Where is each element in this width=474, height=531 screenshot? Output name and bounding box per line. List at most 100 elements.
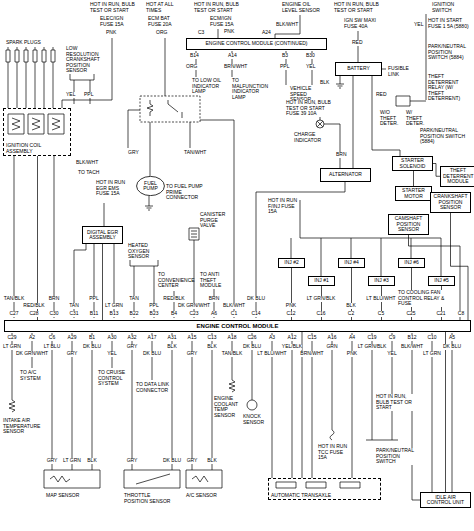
pin-wire-label: BLK/WHT [401, 344, 423, 350]
note-label: A14 [228, 53, 237, 59]
spark-plug-symbols [6, 47, 55, 62]
fuel-pump-relay [140, 96, 200, 122]
pin-wire-label: C9 [389, 335, 395, 341]
note-label: HOT IN RUN, BULB TEST OR START FUSE 39 1… [286, 100, 332, 117]
component-box: STARTER MOTOR [395, 186, 432, 201]
component-box: CRANKSHAFT POSITION SENSOR [430, 192, 471, 213]
note-label: TO MALFUNCTION INDICATOR LAMP [232, 78, 272, 100]
pin-wire-label: C12 [286, 311, 295, 317]
note-label: TO LOW OIL INDICATOR LAMP [192, 78, 226, 95]
pin-wire-label: A4 [349, 335, 355, 341]
component-name: BATTERY [347, 66, 370, 72]
note-label: C3 [198, 30, 204, 36]
circle-outline [137, 176, 165, 195]
pin-wire-label: A2 [29, 335, 35, 341]
pin-wire-label: LT GRN [3, 344, 21, 350]
pin-wire-label: C13 [207, 335, 216, 341]
pin-wire-label: LT BLU [44, 344, 61, 350]
note-label: TAN/WHT [184, 150, 206, 156]
pin-wire-label: BLK [87, 458, 96, 464]
pin-wire-label: TAN [69, 303, 79, 309]
pin-wire-label: RED/BLK [163, 296, 184, 302]
note-label: B30 [306, 53, 315, 59]
pin-wire-label: A12 [288, 335, 297, 341]
note-label: BRN/WHT [224, 64, 247, 70]
pin-wire-label: DK BLU [163, 458, 181, 464]
component-name: INJ #5 [434, 278, 448, 284]
pin-wire-label: GRY [187, 458, 198, 464]
pin-wire-label: PPL [149, 303, 158, 309]
component-box: IGNITION COIL ASSEMBLY [3, 108, 71, 156]
pin-wire-label: LT GRN [105, 303, 123, 309]
note-label: IGNITION SWITCH [432, 2, 470, 13]
note-label: GRY [128, 150, 139, 156]
pin-wire-label: LT GRN [423, 351, 441, 357]
wire-connector [433, 164, 440, 177]
pin-wire-label: A30 [108, 335, 117, 341]
pin-wire-label: A3 [269, 335, 275, 341]
note-label: ENGINE COOLANT TEMP SENSOR [214, 396, 246, 418]
pin-wire-label: C1 [231, 311, 237, 317]
component-box: THEFT DETERRENT MODULE [440, 166, 474, 187]
coil-pack-symbols [8, 114, 64, 134]
pin-wire-label: B11 [90, 311, 99, 317]
pin-wire-label: A18 [228, 335, 237, 341]
pin-wire-label: C2 [348, 311, 354, 317]
note-label: CHARGE INDICATOR [294, 132, 324, 143]
component-box: IDLE AIR CONTROL UNIT [420, 492, 471, 508]
note-label: A24 [262, 30, 271, 36]
note-label: TO ANTI THEFT MODULE [200, 272, 232, 289]
note-label: PNK [224, 29, 234, 35]
pin-wire-label: C25 [406, 311, 415, 317]
note-label: RED [352, 40, 363, 46]
pin-wire-label: GRY [127, 458, 138, 464]
note-label: TO FUEL PUMP PRIME CONNECTOR [166, 184, 206, 201]
charge-indicator-lamp [316, 120, 324, 128]
wire-connector [353, 76, 354, 168]
component-name: ENGINE CONTROL MODULE (CONTINUED) [205, 41, 307, 47]
pin-wire-label: A17 [148, 335, 157, 341]
component-name: THEFT DETERRENT MODULE [443, 168, 473, 185]
pin-wire-label: DK GRN/WHT [178, 303, 210, 309]
circle-node: FUEL PUMP [136, 176, 165, 196]
pin-wire-label: A5 [449, 335, 455, 341]
pin-wire-label: A31 [168, 335, 177, 341]
component-name: INJ #3 [374, 278, 388, 284]
note-label: TO CRUISE CONTROL SYSTEM [98, 370, 130, 387]
note-label: YEL [414, 22, 423, 28]
component-name: CRANKSHAFT POSITION SENSOR [433, 194, 468, 211]
wire-connector [451, 213, 469, 321]
note-label: HOT IN RUN, BULB TEST OR START [376, 394, 420, 411]
pin-wire-label: BLK [207, 458, 216, 464]
pin-wire-label: YEL [387, 351, 396, 357]
component-name: INJ #6 [404, 260, 418, 266]
note-label: PPL [84, 92, 93, 98]
note-label: HOT IN RUN, BULB TEST OR START [90, 2, 140, 13]
component-name: IGNITION COIL ASSEMBLY [6, 143, 68, 154]
pin-wire-label: DK BLU [247, 296, 265, 302]
note-label: ORG [156, 30, 167, 36]
pin-wire-label: GRY [47, 458, 58, 464]
wire-connector [413, 171, 414, 186]
pin-wire-label: C30 [49, 311, 58, 317]
component-box: ALTERNATOR [320, 168, 371, 182]
note-label: ORG [186, 64, 197, 70]
component-name: AUTOMATIC TRANSAXLE [271, 493, 331, 499]
note-label: HEATED OXYGEN SENSOR [128, 243, 160, 260]
pin-wire-label: C27 [9, 311, 18, 317]
component-name: INJ #4 [344, 260, 358, 266]
pin-wire-label: C6 [49, 335, 55, 341]
component-name: INJ #2 [284, 260, 298, 266]
note-label: TO CONVENIENCE CENTER [158, 272, 190, 289]
note-label: BLK/WHT [276, 22, 298, 28]
note-label: ENGINE OIL LEVEL SENSOR [282, 2, 326, 13]
pin-wire-label: C15 [307, 335, 316, 341]
pin-wire-label: DK BLU [83, 344, 101, 350]
pin-wire-label: B22 [130, 311, 139, 317]
pin-wire-label: BLK [167, 344, 176, 350]
note-label: B3 [282, 53, 288, 59]
note-label: ECM BAT FUSE 20A [148, 16, 176, 27]
component-name: STARTER SOLENOID [395, 158, 430, 169]
pin-wire-label: TAN/BLK [4, 296, 24, 302]
